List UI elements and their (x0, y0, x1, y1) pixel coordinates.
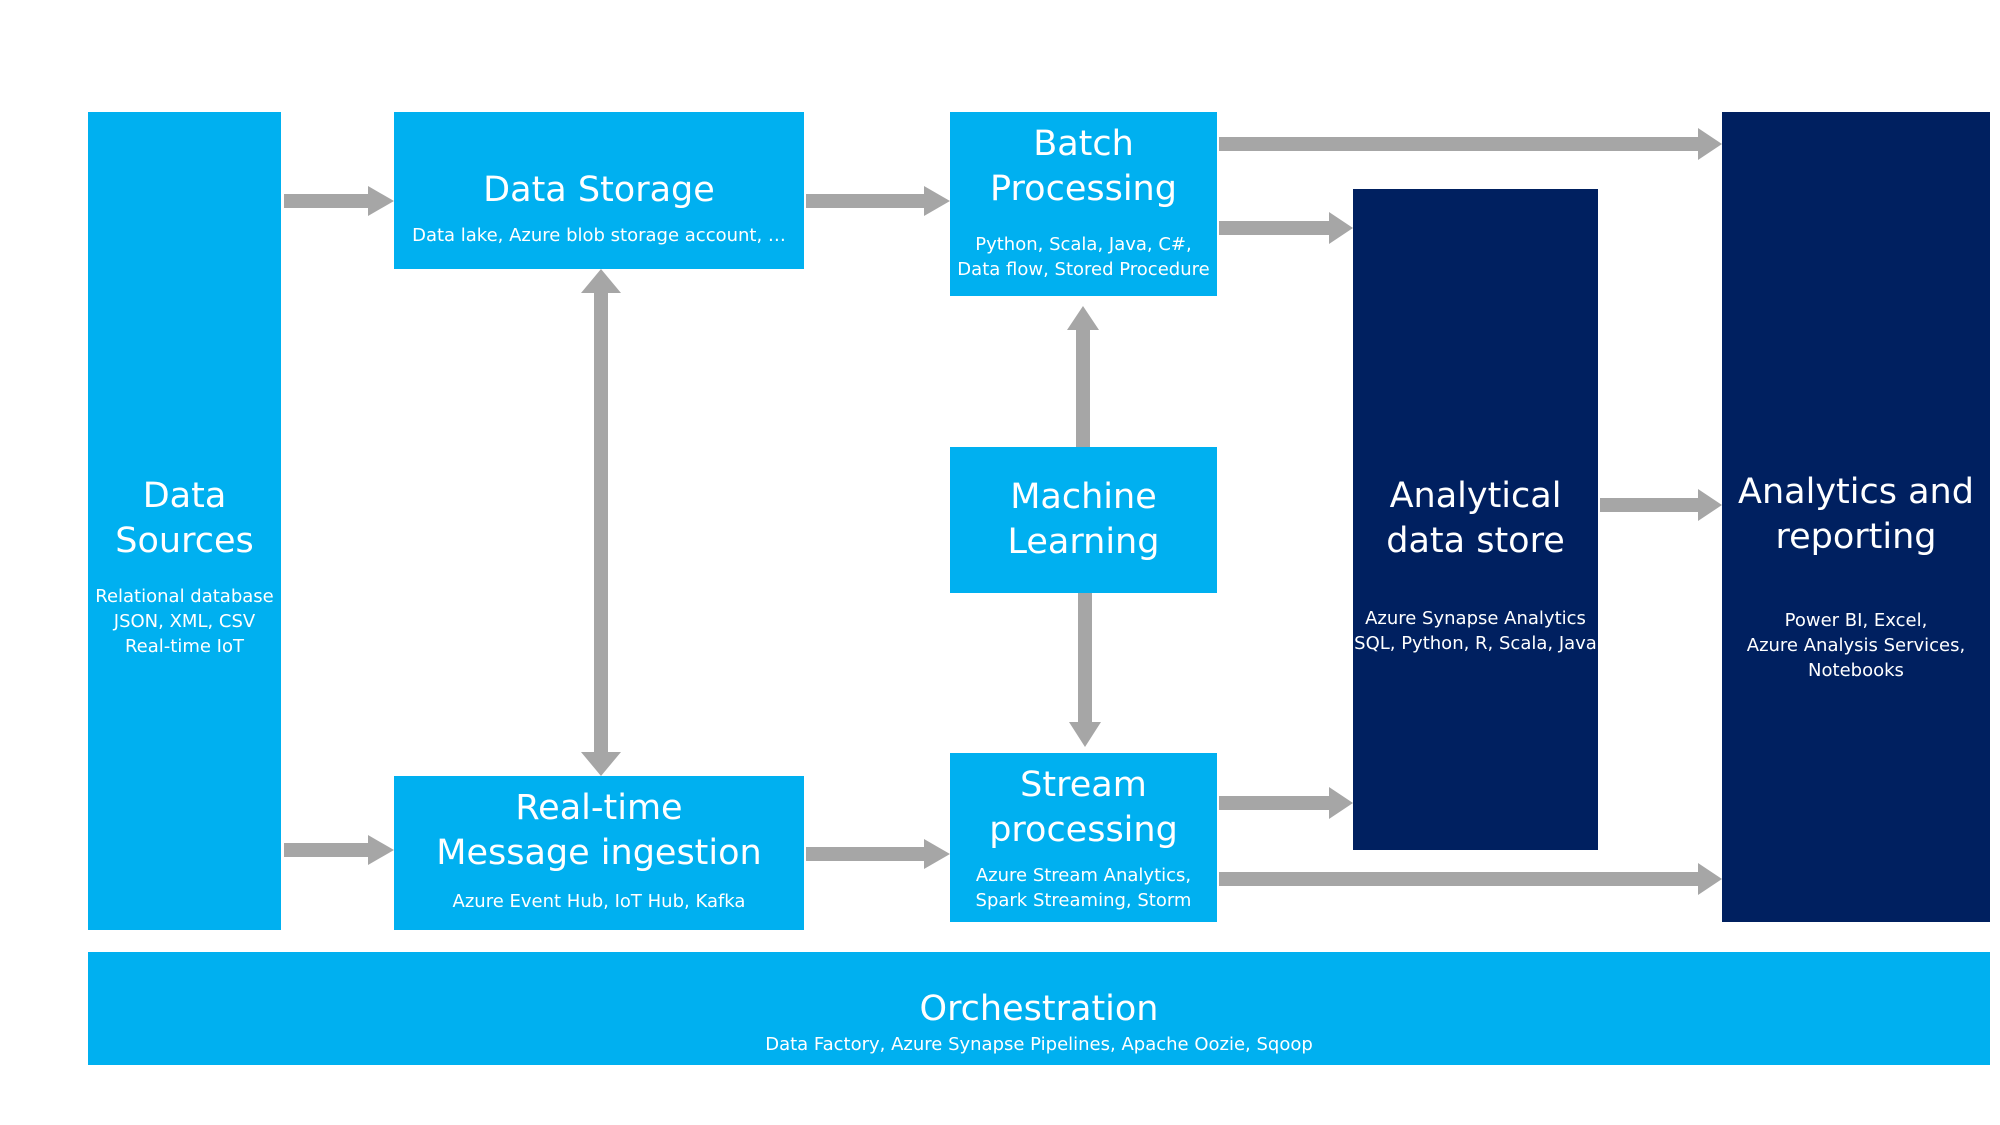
stream-processing-title: Stream processing (989, 765, 1178, 850)
batch-processing-box: Batch Processing Python, Scala, Java, C#… (950, 112, 1217, 296)
arrow-store-to-reporting (1600, 489, 1722, 521)
machine-learning-box: Machine Learning (950, 447, 1217, 593)
analytics-reporting-box: Analytics and reporting Power BI, Excel,… (1722, 112, 1990, 922)
arrow-sources-to-storage (284, 186, 394, 216)
arrow-ingestion-to-stream (806, 839, 950, 869)
orchestration-box: Orchestration Data Factory, Azure Synaps… (88, 952, 1990, 1065)
stream-processing-box: Stream processing Azure Stream Analytics… (950, 753, 1217, 922)
analytical-store-title: Analytical data store (1386, 476, 1565, 561)
orchestration-detail: Data Factory, Azure Synapse Pipelines, A… (765, 1034, 1313, 1055)
realtime-ingestion-box: Real-time Message ingestion Azure Event … (394, 776, 804, 930)
analytical-store-box: Analytical data store Azure Synapse Anal… (1353, 189, 1598, 850)
data-storage-detail: Data lake, Azure blob storage account, … (412, 225, 786, 246)
arrow-sources-to-ingestion (284, 835, 394, 865)
arrow-ml-to-batch (1067, 306, 1099, 447)
arrow-batch-to-reporting (1219, 128, 1722, 160)
arrow-stream-to-reporting (1219, 863, 1722, 895)
data-sources-detail: Relational database JSON, XML, CSV Real-… (95, 586, 274, 657)
batch-processing-detail: Python, Scala, Java, C#, Data flow, Stor… (957, 234, 1210, 280)
arrow-stream-to-store (1219, 787, 1353, 819)
arrow-storage-to-batch (806, 186, 950, 216)
batch-processing-title: Batch Processing (990, 124, 1177, 209)
data-storage-title: Data Storage (483, 170, 715, 210)
stream-processing-detail: Azure Stream Analytics, Spark Streaming,… (975, 865, 1192, 911)
data-sources-title: Data Sources (115, 476, 254, 561)
analytics-reporting-title: Analytics and reporting (1738, 472, 1974, 557)
arrow-ml-to-stream (1069, 593, 1101, 747)
realtime-ingestion-title: Real-time Message ingestion (436, 788, 762, 873)
realtime-ingestion-detail: Azure Event Hub, IoT Hub, Kafka (452, 891, 746, 912)
data-sources-box: Data Sources Relational database JSON, X… (88, 112, 281, 930)
data-storage-box: Data Storage Data lake, Azure blob stora… (394, 112, 804, 269)
machine-learning-title: Machine Learning (1007, 477, 1160, 562)
arrow-batch-to-store (1219, 212, 1353, 244)
analytics-reporting-detail: Power BI, Excel, Azure Analysis Services… (1746, 610, 1966, 681)
arrow-storage-ingestion-bidirectional (581, 269, 621, 776)
orchestration-title: Orchestration (919, 989, 1159, 1029)
analytical-store-detail: Azure Synapse Analytics SQL, Python, R, … (1354, 608, 1597, 654)
